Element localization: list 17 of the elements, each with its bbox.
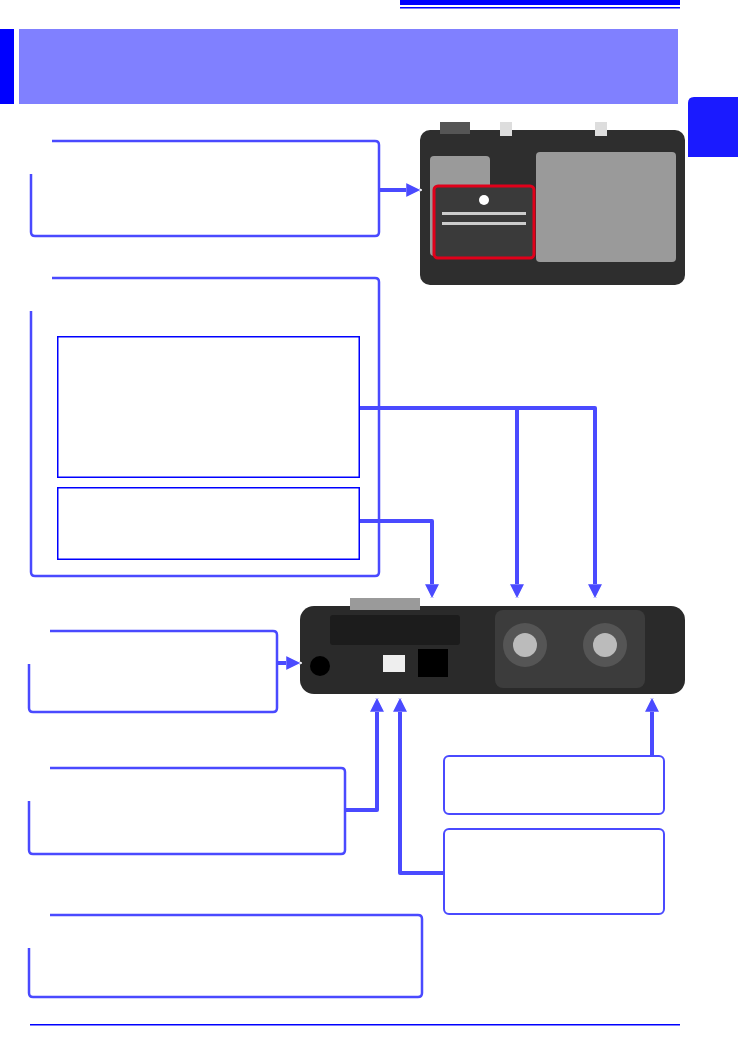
arrow <box>360 406 604 601</box>
arrow <box>391 695 443 875</box>
callout-box <box>28 914 423 998</box>
callout-box <box>30 140 380 237</box>
picture <box>420 122 685 285</box>
arrow <box>380 181 423 199</box>
arrow <box>360 519 441 601</box>
callout-box <box>57 487 360 560</box>
arrow <box>278 654 303 672</box>
callout-box <box>443 755 665 815</box>
callout-box <box>57 336 360 478</box>
callout-box <box>28 767 346 855</box>
arrow <box>643 695 661 757</box>
arrow <box>346 695 386 812</box>
callout-box <box>30 277 380 577</box>
callout-box <box>28 630 278 713</box>
callout-box <box>443 828 665 915</box>
